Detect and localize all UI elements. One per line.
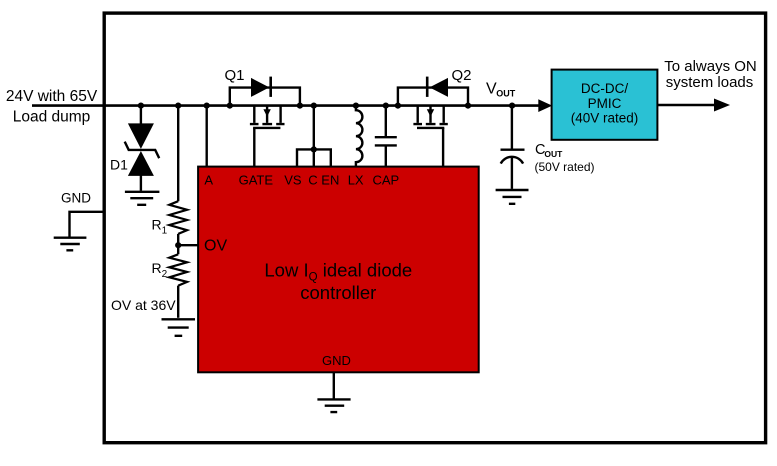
svg-text:CAP: CAP — [373, 173, 400, 188]
svg-text:OUT: OUT — [496, 88, 516, 98]
svg-text:24V with 65V: 24V with 65V — [6, 88, 98, 105]
svg-text:EN: EN — [321, 173, 339, 188]
svg-text:GND: GND — [322, 353, 351, 368]
svg-text:Low IQ ideal diode: Low IQ ideal diode — [264, 260, 412, 284]
svg-text:To always ON: To always ON — [664, 58, 757, 75]
svg-text:Load dump: Load dump — [13, 109, 91, 126]
svg-text:PMIC: PMIC — [588, 96, 622, 111]
svg-text:GND: GND — [61, 190, 91, 205]
svg-text:system loads: system loads — [666, 74, 754, 91]
svg-text:DC-DC/: DC-DC/ — [581, 81, 628, 96]
svg-text:(40V rated): (40V rated) — [571, 110, 639, 125]
svg-text:GATE: GATE — [239, 173, 274, 188]
svg-text:C: C — [535, 142, 545, 158]
svg-text:D1: D1 — [110, 157, 128, 173]
svg-text:LX: LX — [348, 173, 364, 188]
svg-text:Q1: Q1 — [225, 67, 245, 84]
svg-text:V: V — [486, 80, 497, 97]
svg-text:A: A — [204, 173, 213, 188]
svg-text:OV at 36V: OV at 36V — [111, 297, 176, 313]
svg-text:OUT: OUT — [544, 149, 563, 159]
svg-text:Q2: Q2 — [452, 67, 472, 84]
svg-text:VS: VS — [284, 173, 302, 188]
svg-text:(50V rated): (50V rated) — [535, 160, 595, 174]
svg-text:C: C — [308, 173, 317, 188]
svg-text:controller: controller — [300, 282, 376, 303]
svg-text:OV: OV — [204, 238, 227, 255]
